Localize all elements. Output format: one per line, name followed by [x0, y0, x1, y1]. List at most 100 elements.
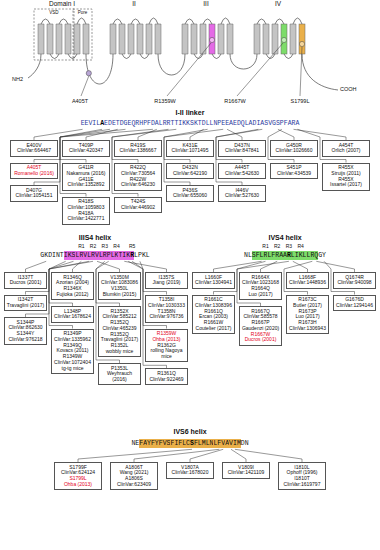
residue: E: [104, 119, 108, 128]
residue: P: [143, 119, 147, 128]
mutation-text: Blumkin (2015): [100, 292, 139, 298]
residue: N: [213, 119, 217, 128]
section-title: IVS6 helix: [173, 428, 206, 436]
mutation-box: R455XStruijs (2011)R455XIssartel (2017): [322, 163, 370, 191]
residue: D: [120, 119, 124, 128]
residue: R: [130, 251, 134, 260]
residue: N: [245, 439, 249, 448]
charge-label: R1: [262, 244, 268, 250]
residue: K: [68, 251, 72, 260]
mutation-text: ClinVar:976218: [6, 337, 45, 343]
mutation-box: I446VClinVar:527630: [218, 185, 266, 202]
leader-line: [237, 261, 289, 306]
mutation-text: ClinVar:976736: [147, 314, 186, 320]
residue: F: [284, 119, 288, 128]
mutation-text: ClinVar:664467: [12, 148, 56, 154]
mutation-box: A405TRomanello (2016): [10, 163, 58, 180]
mutation-box: R1661CClinVar:1308396R1661QErcan (2003)R…: [192, 295, 235, 335]
region-label: VSD: [49, 10, 58, 15]
residue: M: [237, 439, 241, 448]
mutation-text: ClinVar:922469: [147, 377, 186, 383]
mutation-text: Ducros (2001): [6, 280, 45, 286]
mutation-box: R418SClinVar:1059803R418AClinVar:1422771: [62, 197, 110, 225]
residue: V: [88, 119, 92, 128]
mutation-box: R1667QClinVar:585578R1667PGaudenzi (2020…: [239, 306, 282, 346]
mutation-text: ClinVar:434539: [272, 171, 316, 177]
mutation-box: V1809IClinVar:1421109: [222, 462, 270, 479]
residue: E: [112, 119, 116, 128]
mutation-label: A405T: [72, 98, 88, 104]
charge-label: R4: [113, 244, 119, 250]
mutation-text: ClinVar:1448936: [288, 280, 327, 286]
leader-line: [190, 449, 223, 462]
residue: D: [151, 119, 155, 128]
residue: R: [292, 119, 296, 128]
mutation-text: ClinVar:420347: [64, 148, 108, 154]
mutation-text: Jiang (2019): [147, 280, 186, 286]
residue: L: [206, 439, 210, 448]
mutation-dot: [299, 41, 304, 46]
mutation-box: D437NClinVar:847841: [218, 140, 266, 157]
residue: N: [131, 439, 135, 448]
mutation-box: T424SClinVar:446902: [114, 197, 162, 214]
mutation-label: R1359W: [154, 98, 175, 104]
residue: N: [244, 251, 248, 260]
leader-line: [231, 449, 246, 462]
residue: F: [147, 119, 151, 128]
residue: A: [295, 119, 299, 128]
leader-line: [49, 261, 93, 328]
transmembrane-segments: [38, 24, 296, 54]
residue: V: [268, 119, 272, 128]
mutation-text: ClinVar:1386667: [116, 148, 160, 154]
mutation-text: Weyhrauch (2016): [100, 371, 139, 383]
residue: L: [146, 251, 150, 260]
residue: K: [182, 119, 186, 128]
residue: S: [264, 119, 268, 128]
section-title: IIIS4 helix: [79, 234, 111, 242]
mutation-box: A454TOrlich (2007): [322, 140, 370, 157]
charge-label: R3: [286, 244, 292, 250]
leader-line: [112, 129, 169, 162]
domain-label: IV: [275, 0, 281, 7]
mutation-text: ClinVar:1678020: [168, 470, 212, 476]
residue: D: [108, 119, 112, 128]
residue: D: [48, 251, 52, 260]
mutation-box: K431EClinVar:1071495: [166, 140, 214, 157]
mutation-box: L1660FClinVar:1304941: [192, 272, 235, 289]
mutation-text: ClinVar:1422771: [64, 216, 108, 222]
mutation-box: V1350MClinVar:1083086V1350LBlumkin (2015…: [98, 272, 141, 300]
residue: L: [206, 119, 210, 128]
mutation-text: Luo (2017): [241, 292, 280, 298]
mutation-dot: [209, 37, 214, 42]
residue: P: [280, 119, 284, 128]
residue: E: [128, 119, 132, 128]
mutation-box: G411RNakamura (2016)G411EClinVar:1352892: [62, 163, 110, 191]
residue: I: [52, 251, 56, 260]
residue: A: [260, 119, 264, 128]
mutation-text: ClinVar:655060: [168, 193, 212, 199]
iiis4-segment: [209, 24, 215, 54]
section-title: IVS4 helix: [268, 234, 301, 242]
mutation-text: ClinVar:1619797: [280, 482, 324, 488]
charge-label: R3: [102, 244, 108, 250]
mutation-box: G450RClinVar:1026660: [270, 140, 318, 157]
mutation-text: ClinVar:1678624: [53, 314, 92, 320]
residue: Q: [131, 119, 135, 128]
residue: G: [318, 251, 322, 260]
domain-label: III: [203, 0, 208, 7]
mutation-box: P1353LWeyhrauch (2016): [98, 363, 141, 385]
mutation-text: ClinVar:446902: [116, 205, 160, 211]
residue: A: [155, 119, 159, 128]
residue: P: [217, 119, 221, 128]
leader-line: [235, 449, 302, 462]
mutation-text: Ducros (2001): [241, 337, 280, 343]
mutation-box: S1799FClinVar:624124S1799LOhba (2013): [54, 462, 102, 490]
mutation-text: ClinVar:642190: [168, 171, 212, 177]
mutation-text: ClinVar:542630: [220, 171, 264, 177]
terminus-label: COOH: [340, 86, 357, 92]
leader-line: [134, 449, 219, 462]
mutation-box: R1349PClinVar:1335962R1349QKovacs (2011)…: [51, 329, 94, 374]
domain-label: II: [132, 0, 136, 7]
mutation-dot: [86, 71, 91, 76]
residue: D: [253, 119, 257, 128]
